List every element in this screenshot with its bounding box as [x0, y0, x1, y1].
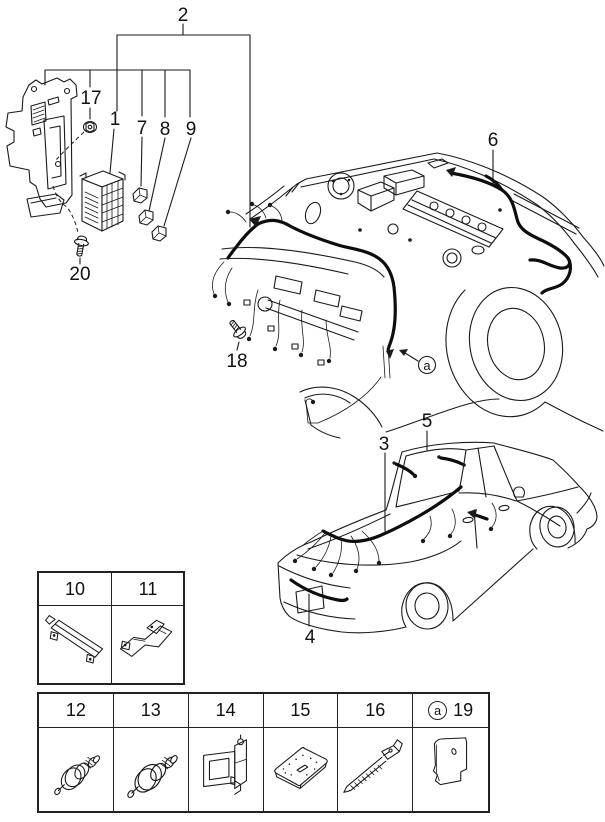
part-19-cell: [413, 728, 488, 811]
callout-2: 2: [178, 5, 189, 26]
part-13-cell: [114, 728, 189, 811]
parts-table-upper: 10 11: [37, 571, 185, 685]
callout-18: 18: [226, 351, 247, 372]
bolt-20-illustration: [71, 234, 91, 258]
wiring-protector-icon: [119, 619, 173, 657]
callout-leader-lines: [44, 23, 494, 627]
callout-labels: 2 17 1 7 8 9 20 6 18 3 5 4: [69, 5, 498, 648]
part-10-label: 10: [64, 578, 86, 599]
part-12-label: 12: [65, 700, 86, 720]
part-13-header: 13: [113, 694, 189, 728]
callout-6: 6: [488, 130, 499, 151]
callout-7: 7: [137, 118, 148, 139]
part-15-header: 15: [263, 694, 339, 728]
part-11-cell: [112, 606, 184, 683]
clip-7-illustration: [132, 187, 148, 204]
grommet-icon: [126, 754, 178, 798]
callout-17: 17: [80, 88, 101, 109]
bracket-plate-illustration: [5, 77, 85, 234]
part-11-label: 11: [138, 578, 158, 599]
clip-8-illustration: [138, 209, 154, 226]
part-10-cell: [39, 606, 112, 683]
part-12-cell: [39, 728, 114, 811]
part-12-header: 12: [39, 694, 114, 728]
grommet-icon: [54, 754, 100, 795]
part-16-label: 16: [365, 700, 386, 720]
bolt-18-illustration: [225, 316, 250, 342]
callout-4: 4: [305, 627, 316, 648]
clip-9-illustration: [151, 225, 167, 242]
sedan-illustration: [277, 441, 598, 634]
parts-table-lower: 12 13 14 15 16 a 19: [37, 692, 490, 813]
part-15-cell: [264, 728, 339, 811]
part-19-header: a 19: [413, 694, 488, 728]
nut-17-illustration: [82, 120, 98, 134]
callout-9: 9: [186, 119, 197, 140]
part-16-cell: [338, 728, 414, 811]
circled-a-label: a: [423, 358, 431, 373]
part-14-cell: [189, 728, 264, 811]
pad-icon: [274, 746, 329, 789]
relay-box-illustration: [79, 170, 126, 232]
circled-a-table-badge: a: [428, 701, 448, 720]
part-10-header: 10: [39, 573, 112, 606]
sill-protector-icon: [45, 614, 104, 664]
callout-5: 5: [422, 411, 433, 432]
part-13-label: 13: [140, 700, 161, 720]
part-15-label: 15: [290, 700, 311, 720]
part-14-label: 14: [215, 700, 236, 720]
holder-clip-icon: [202, 733, 247, 795]
callout-20: 20: [69, 264, 90, 285]
circled-a-badge: a: [399, 349, 437, 375]
cover-plate-icon: [432, 736, 467, 785]
part-11-header: 11: [112, 573, 184, 606]
band-strap-icon: [343, 738, 404, 793]
callout-1: 1: [110, 109, 121, 130]
part-14-header: 14: [188, 694, 264, 728]
part-16-header: 16: [338, 694, 414, 728]
part-19-label: 19: [453, 700, 474, 720]
callout-8: 8: [160, 119, 171, 140]
engine-bay-illustration: [212, 152, 605, 439]
callout-3: 3: [379, 434, 390, 455]
